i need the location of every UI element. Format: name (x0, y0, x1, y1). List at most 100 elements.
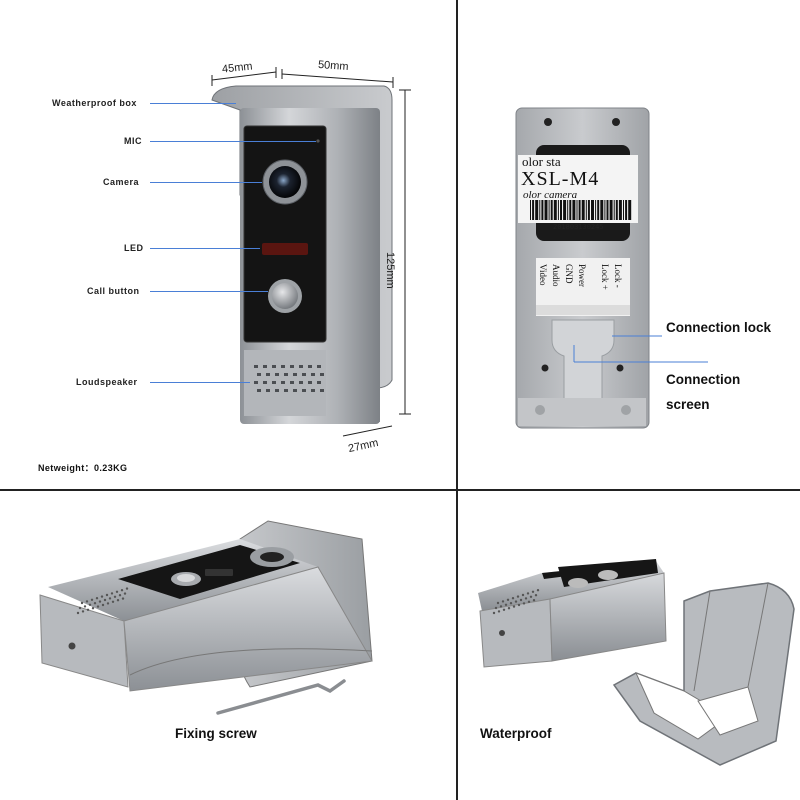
speaker-hole (80, 601, 84, 605)
speaker-hole (101, 603, 105, 607)
speaker-hole (302, 373, 306, 376)
speaker-hole (514, 600, 518, 603)
callout-leader (150, 103, 236, 104)
speaker-hole (106, 602, 110, 605)
speaker-hole (284, 373, 288, 376)
speaker-hole (320, 373, 324, 376)
barcode-bar (606, 200, 609, 220)
barcode-bar (550, 200, 553, 220)
speaker-hole (85, 600, 89, 603)
terminal-label: Lock - (613, 264, 623, 288)
speaker-hole (536, 589, 540, 592)
speaker-hole (83, 605, 87, 608)
barcode-bar (548, 200, 550, 220)
label-connection-screen-line1: Connection (666, 372, 741, 387)
speaker-hole (254, 365, 258, 368)
terminal-label: Audio (551, 264, 561, 287)
label-connection-lock: Connection lock (666, 320, 772, 335)
speaker-hole (115, 590, 119, 593)
caption-fixing-screw: Fixing screw (175, 726, 257, 741)
speaker-hole (320, 389, 324, 392)
sticker-subtitle: olor camera (523, 189, 578, 201)
speaker-hole (522, 602, 526, 605)
speaker-hole (501, 600, 505, 603)
speaker-hole (499, 605, 503, 608)
callout-camera: Camera (103, 177, 140, 187)
speaker-hole (308, 365, 312, 368)
speaker-hole (290, 381, 294, 384)
callout-leader (150, 182, 262, 183)
speaker-hole (532, 599, 536, 602)
dimension-lines (211, 67, 411, 437)
speaker-hole (275, 373, 279, 376)
barcode-bar (539, 200, 541, 220)
vertical-divider (456, 0, 458, 800)
speaker-hole (308, 381, 312, 384)
dimension-height: 125mm (384, 252, 396, 289)
callout-leader (150, 382, 250, 383)
barcode-bar (609, 200, 613, 220)
speaker-hole (502, 608, 506, 611)
doorbell-disassembled-illustration (478, 559, 795, 766)
terminal-label: Power (577, 264, 587, 287)
barcode-bar (585, 200, 587, 220)
speaker-hole (281, 381, 285, 384)
speaker-hole (509, 602, 513, 605)
sticker-top-text: olor sta (522, 154, 561, 169)
speaker-hole (317, 365, 321, 368)
speaker-hole (496, 601, 500, 605)
speaker-hole (497, 610, 501, 613)
barcode-bar (618, 200, 622, 220)
speaker-hole (118, 594, 122, 597)
callout-led: LED (124, 243, 144, 253)
barcode-bar (613, 200, 615, 220)
barcode-bar (563, 200, 567, 220)
speaker-hole (275, 389, 279, 392)
terminal-label: Lock + (600, 264, 610, 290)
speaker-hole (78, 606, 82, 610)
label-connection-screen-line2: screen (666, 397, 710, 412)
speaker-hole (521, 593, 525, 597)
barcode (530, 200, 632, 220)
speaker-hole (100, 595, 104, 598)
speaker-hole (504, 603, 508, 606)
speaker-hole (111, 600, 115, 603)
callout-call-button: Call button (87, 286, 140, 296)
barcode-bar (587, 200, 590, 220)
speaker-hole (507, 607, 511, 610)
speaker-hole (254, 381, 258, 384)
callout-leader (150, 291, 268, 292)
speaker-hole (113, 595, 117, 598)
speaker-hole (86, 608, 90, 611)
barcode-bar (535, 200, 539, 220)
speaker-hole (88, 603, 92, 606)
speaker-hole (524, 597, 528, 600)
barcode-bar (628, 200, 632, 220)
speaker-hole (284, 389, 288, 392)
barcode-bar (615, 200, 618, 220)
speaker-hole (281, 365, 285, 368)
speaker-hole (257, 389, 261, 392)
callout-weatherproof-box: Weatherproof box (52, 98, 137, 108)
callout-mic: MIC (124, 136, 142, 146)
speaker-hole (299, 381, 303, 384)
barcode-bar (532, 200, 535, 220)
speaker-hole (519, 598, 523, 602)
speaker-hole (96, 605, 100, 608)
speaker-hole (492, 611, 496, 615)
speaker-hole (526, 592, 530, 595)
barcode-bar (572, 200, 576, 220)
speaker-hole (293, 373, 297, 376)
speaker-hole (263, 365, 267, 368)
speaker-hole (531, 590, 535, 593)
barcode-bar (560, 200, 562, 220)
barcode-bar (530, 200, 531, 220)
barcode-bar (569, 200, 572, 220)
speaker-hole (302, 389, 306, 392)
speaker-hole (90, 598, 94, 601)
dimension-width-top: 50mm (317, 58, 349, 74)
speaker-hole (290, 365, 294, 368)
speaker-hole (263, 381, 267, 384)
speaker-hole (91, 607, 95, 610)
barcode-bar (557, 200, 559, 220)
